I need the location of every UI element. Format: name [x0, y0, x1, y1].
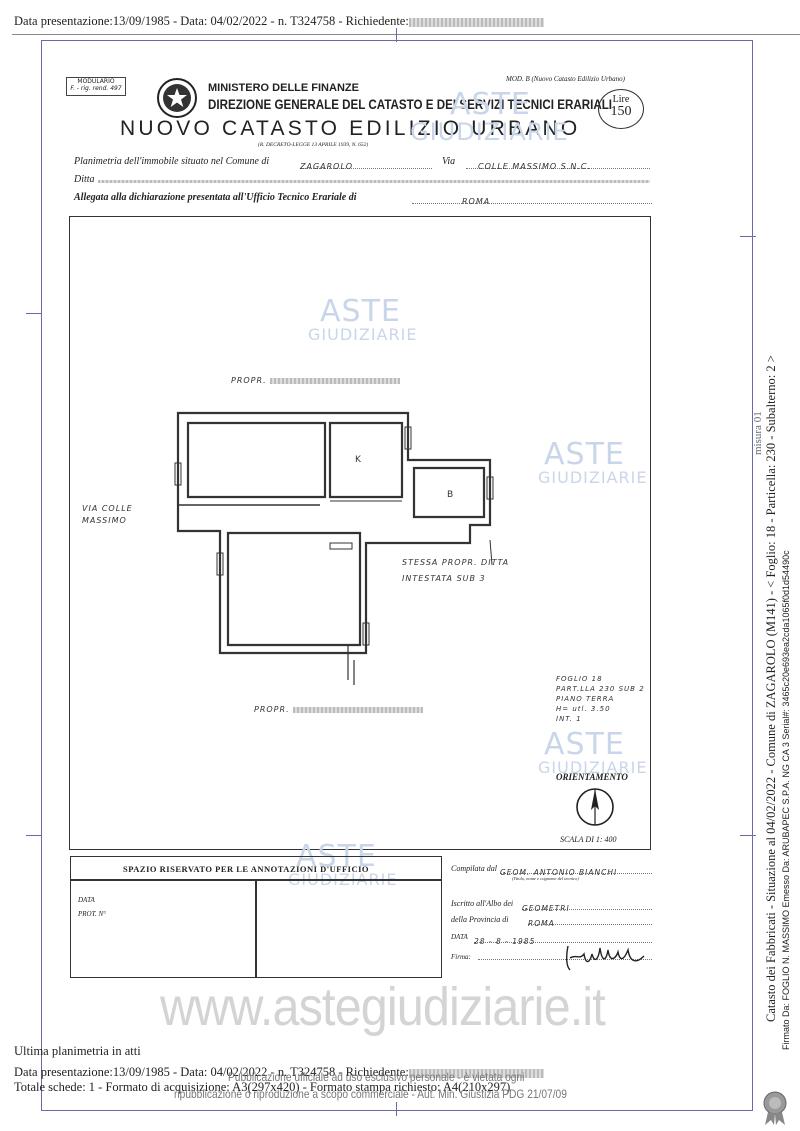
- pub-line1: Pubblicazione ufficiale ad uso esclusivo…: [228, 1070, 525, 1084]
- side-catasto: Catasto dei Fabbricati - Situazione al 0…: [764, 355, 778, 1022]
- titolo-hint: (Titolo, nome e cognome del tecnico): [512, 876, 579, 881]
- iscritto-field: GEOMETRI: [522, 898, 652, 913]
- pub-line2: ripubblicazione o riproduzione a scopo c…: [174, 1087, 567, 1101]
- data2-field: 28 - 8 - 1985: [474, 931, 652, 946]
- ditta-label: Ditta: [74, 174, 95, 185]
- iscritto-label: Iscritto all'Albo dei: [451, 899, 514, 908]
- propr-top-label: PROPR.: [231, 376, 401, 385]
- seal-icon: [763, 1091, 787, 1125]
- massimo-label: MASSIMO: [82, 516, 127, 525]
- frame-right: [752, 40, 753, 1111]
- direzione: DIREZIONE GENERALE DEL CATASTO E DEI SER…: [208, 97, 613, 112]
- h-text: H= utl. 3.50: [556, 705, 611, 713]
- footer-line1: Data presentazione:13/09/1985 - Data: 04…: [14, 1065, 544, 1080]
- firma-label: Firma:: [451, 953, 471, 961]
- lire-value: 150: [610, 104, 632, 119]
- ufficio-value: ROMA: [462, 197, 491, 206]
- piano-text: PIANO TERRA: [556, 695, 615, 703]
- lire-stamp: Lire 150: [598, 89, 644, 129]
- room-b-label: B: [447, 490, 455, 500]
- stessa-label: STESSA PROPR. DITTA: [402, 558, 510, 567]
- header-rule: [12, 34, 800, 35]
- prot-label: PROT. N°: [78, 910, 106, 918]
- particella-text: PART.LLA 230 SUB 2: [556, 685, 645, 693]
- via-field: COLLE MASSIMO S.N.C.: [466, 156, 650, 171]
- frame-top: [41, 40, 753, 41]
- ufficio-field: ROMA: [412, 191, 652, 206]
- comune-field: ZAGAROLO: [300, 156, 432, 171]
- office-box: [70, 856, 442, 978]
- scala-label: SCALA DI 1: 400: [560, 835, 617, 844]
- north-arrow-icon: [576, 788, 614, 826]
- provincia-label: della Provincia di: [451, 915, 509, 924]
- compilata-label: Compilata dal: [451, 864, 498, 873]
- comune-value: ZAGAROLO: [300, 162, 353, 171]
- allegata-label: Allegata alla dichiarazione presentata a…: [74, 192, 357, 203]
- footer-line2: Totale schede: 1 - Formato di acquisizio…: [14, 1080, 511, 1094]
- data-label: DATA: [78, 896, 95, 904]
- via-colle-label: VIA COLLE: [82, 504, 133, 513]
- propr-bottom-label: PROPR.: [254, 705, 424, 714]
- office-box-vdivider: [255, 879, 257, 977]
- frame-tick: [740, 835, 756, 836]
- emblem-icon: [157, 78, 197, 118]
- redacted-requester: [408, 17, 544, 27]
- via-label: Via: [442, 156, 456, 167]
- lire-label: Lire: [612, 94, 630, 105]
- frame-tick: [26, 313, 42, 314]
- frame-left: [41, 40, 42, 1111]
- frame-tick: [26, 835, 42, 836]
- modulario-label: MODULARIO: [77, 78, 115, 85]
- provincia-value: ROMA: [528, 919, 555, 928]
- via-value: COLLE MASSIMO S.N.C.: [478, 162, 592, 171]
- ultima-label: Ultima planimetria in atti: [14, 1044, 141, 1058]
- ditta-redacted: [98, 180, 650, 183]
- mod-b: MOD. B (Nuovo Catasto Edilizio Urbano): [506, 75, 625, 83]
- provincia-field: ROMA: [528, 913, 652, 928]
- spazio-label: SPAZIO RISERVATO PER LE ANNOTAZIONI D'UF…: [123, 864, 369, 874]
- frame-tick: [740, 236, 756, 237]
- foglio-text: FOGLIO 18: [556, 675, 603, 683]
- data2-value: 28 - 8 - 1985: [474, 937, 536, 946]
- firma-line: [478, 958, 652, 960]
- top-header: Data presentazione:13/09/1985 - Data: 04…: [14, 14, 544, 29]
- modulario-code: F. - rig. rend. 497: [70, 85, 122, 92]
- frame-tick: [396, 1102, 397, 1116]
- compilata-field: GEOM. ANTONIO BIANCHI: [500, 862, 652, 877]
- int-text: INT. 1: [556, 715, 582, 723]
- data2-label: DATA: [451, 933, 468, 941]
- iscritto-value: GEOMETRI: [522, 904, 570, 913]
- foglio-block: FOGLIO 18 PART.LLA 230 SUB 2 PIANO TERRA…: [556, 674, 645, 724]
- orientamento-label: ORIENTAMENTO: [556, 772, 628, 782]
- signature-icon: [565, 945, 645, 971]
- url-watermark: www.astegiudiziarie.it: [160, 977, 606, 1037]
- decreto: (R. DECRETO-LEGGE 13 APRILE 1939, N. 652…: [258, 142, 369, 148]
- frame-bottom: [41, 1110, 753, 1111]
- plan-area: [69, 216, 651, 850]
- frame-tick: [396, 28, 397, 42]
- compilata-value: GEOM. ANTONIO BIANCHI: [500, 868, 618, 877]
- planimetria-label: Planimetria dell'immobile situato nel Co…: [74, 156, 270, 167]
- top-header-text: Data presentazione:13/09/1985 - Data: 04…: [14, 14, 409, 28]
- ministero: MINISTERO DELLE FINANZE: [208, 82, 359, 94]
- form-title: NUOVO CATASTO EDILIZIO URBANO: [120, 117, 581, 140]
- modulario-box: MODULARIO F. - rig. rend. 497: [66, 77, 126, 96]
- side-misura: misura 01: [752, 411, 764, 455]
- side-firmato: Firmato Da: FOGLIO N. MASSIMO Emesso Da:…: [781, 550, 791, 1050]
- intestata-label: INTESTATA SUB 3: [402, 574, 486, 583]
- room-k-label: K: [355, 455, 362, 465]
- floor-plan: [174, 411, 494, 685]
